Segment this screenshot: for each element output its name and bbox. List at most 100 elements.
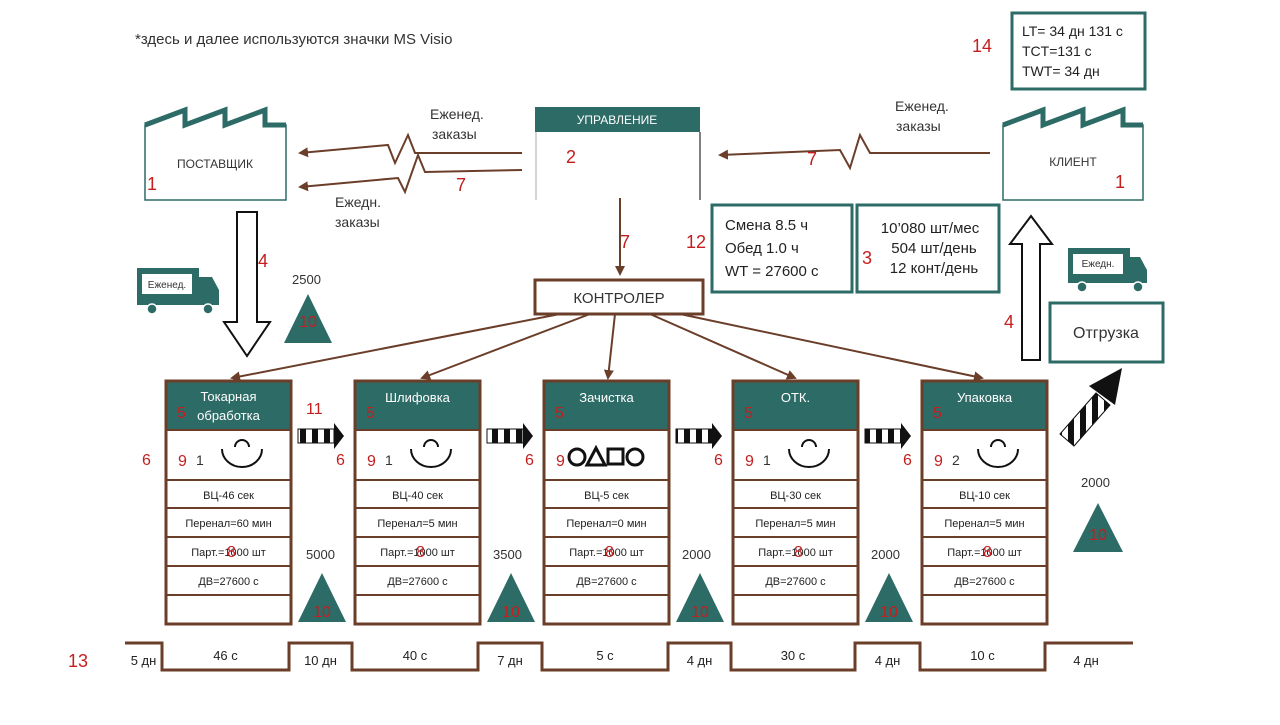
- demand-line-3: 12 конт/день: [890, 260, 979, 277]
- changeover: Перенал=5 мин: [944, 518, 1024, 530]
- wait-time: 10 дн: [304, 653, 337, 668]
- push-arrow-icon: [675, 423, 722, 449]
- push-arrow-icon: [486, 423, 533, 449]
- wait-time: 7 дн: [497, 653, 523, 668]
- batch-size: Парт.=1000 шт: [191, 547, 266, 559]
- processing-time: 46 с: [213, 648, 238, 663]
- final-push-arrow: [1059, 368, 1122, 447]
- num-7-controller: 7: [620, 232, 630, 252]
- cycle-time: ВЦ-46 сек: [203, 490, 254, 502]
- push-arrow-icon: [297, 423, 344, 449]
- batch-size: Парт.=1000 шт: [947, 547, 1022, 559]
- truck-left-label: Еженед.: [148, 280, 186, 291]
- process-num-6: 6: [336, 452, 345, 469]
- process-name: Упаковка: [957, 390, 1013, 405]
- triangle-icon: [584, 444, 608, 467]
- wait-time: 4 дн: [875, 653, 901, 668]
- push-arrow-body: [486, 428, 524, 444]
- process-header: [923, 382, 1046, 430]
- process-num-9: 9: [367, 453, 376, 470]
- client-orders-label-2: заказы: [896, 118, 941, 134]
- process-header: [356, 382, 479, 430]
- num-11: 11: [306, 401, 323, 418]
- inventory-triangle: [487, 573, 535, 622]
- square-icon: [606, 447, 625, 466]
- inventory-num: 10: [313, 604, 331, 621]
- uptime: ДВ=27600 с: [765, 576, 826, 588]
- uptime: ДВ=27600 с: [576, 576, 637, 588]
- daily-orders-label-2: заказы: [335, 214, 380, 230]
- push-arrow-head: [901, 423, 911, 449]
- lead-line-2: TCT=131 с: [1022, 43, 1092, 59]
- process-num-6: 6: [525, 452, 534, 469]
- uptime: ДВ=27600 с: [387, 576, 448, 588]
- operator-head-icon: [234, 439, 250, 448]
- client-number: 1: [1115, 172, 1125, 192]
- num-7-client: 7: [807, 149, 817, 169]
- process-num-6: 6: [714, 452, 723, 469]
- weekly-orders-label-1: Еженед.: [430, 106, 484, 122]
- truck-right-icon: Ежедн.: [1068, 248, 1147, 293]
- client-factory: КЛИЕНТ: [1002, 106, 1144, 201]
- num-4-right: 4: [1004, 312, 1014, 332]
- batch-size: Парт.=1000 шт: [569, 547, 644, 559]
- wait-time: 4 дн: [687, 653, 713, 668]
- batch-size: Парт.=1000 шт: [758, 547, 833, 559]
- operator-head-icon: [801, 439, 817, 448]
- process-num-6: 6: [142, 452, 151, 469]
- processing-time: 10 с: [970, 648, 995, 663]
- inventory-supplier-value: 2500: [292, 272, 321, 287]
- truck-right-label: Ежедн.: [1082, 259, 1115, 270]
- daily-orders-arrow: [298, 152, 523, 195]
- process-num-5: 5: [366, 405, 375, 422]
- wait-time: 4 дн: [1073, 653, 1099, 668]
- processing-time: 30 с: [781, 648, 806, 663]
- daily-orders-label-1: Ежедн.: [335, 194, 381, 210]
- demand-line-1: 10’080 шт/мес: [881, 220, 980, 237]
- process-name: ОТК.: [781, 390, 810, 405]
- processing-time: 5 с: [596, 648, 614, 663]
- header-note: *здесь и далее используются значки MS Vi…: [135, 31, 452, 48]
- inventory-num: 10: [880, 604, 898, 621]
- shift-line-2: Обед 1.0 ч: [725, 240, 799, 257]
- process-name-2: обработка: [197, 408, 260, 423]
- uptime: ДВ=27600 с: [198, 576, 259, 588]
- inventory-end-num: 10: [1089, 527, 1107, 544]
- process-name: Шлифовка: [385, 390, 451, 405]
- num-7-daily: 7: [456, 175, 466, 195]
- supplier-label: ПОСТАВЩИК: [177, 157, 253, 171]
- push-arrow-head: [523, 423, 533, 449]
- weekly-orders-arrow: [298, 132, 522, 166]
- process-num-8: 8: [227, 544, 236, 561]
- inventory-value: 3500: [493, 547, 522, 562]
- cycle-time: ВЦ-40 сек: [392, 490, 443, 502]
- client-label: КЛИЕНТ: [1049, 155, 1097, 169]
- num-13: 13: [68, 651, 88, 671]
- process-num-9: 9: [745, 453, 754, 470]
- process-name-1: Токарная: [200, 389, 256, 404]
- operator-count: 1: [385, 452, 393, 468]
- process-header: [734, 382, 857, 430]
- process-num-5: 5: [744, 405, 753, 422]
- changeover: Перенал=60 мин: [185, 518, 271, 530]
- operator-icon: [977, 448, 1019, 468]
- lead-line-1: LT= 34 дн 131 с: [1022, 23, 1123, 39]
- push-arrow-body: [297, 428, 335, 444]
- inventory-value: 5000: [306, 547, 335, 562]
- wait-time: 5 дн: [131, 653, 157, 668]
- inventory-triangle: [298, 573, 346, 622]
- operator-count: 2: [952, 452, 960, 468]
- controller-arrows: [230, 313, 984, 382]
- num-12: 12: [686, 232, 706, 252]
- client-orders-label-1: Еженед.: [895, 98, 949, 114]
- operator-icon: [221, 448, 263, 468]
- num-3: 3: [862, 248, 872, 268]
- process-header: [545, 382, 668, 430]
- num-14: 14: [972, 36, 992, 56]
- changeover: Перенал=0 мин: [566, 518, 646, 530]
- inventory-num: 10: [691, 604, 709, 621]
